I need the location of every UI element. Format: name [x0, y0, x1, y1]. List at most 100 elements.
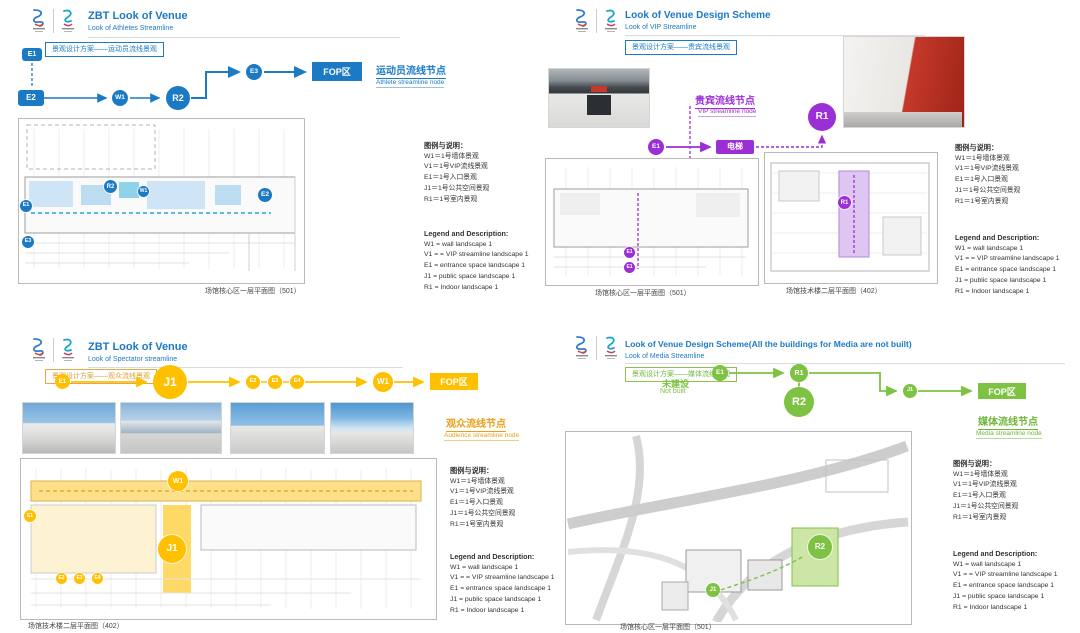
floor-plan-drawing	[24, 124, 296, 271]
plan-node-w1: W1	[138, 186, 149, 197]
legend-item: W1 = wall landscape 1	[955, 244, 1024, 252]
legend-item: E1＝1号入口景观	[955, 176, 1008, 184]
plan-caption: 场馆核心区一层平面图（501）	[205, 288, 301, 295]
legend-cn: 图例与说明： W1＝1号墙体景观 V1＝1号VIP流线景观 E1＝1号入口景观 …	[953, 458, 1018, 524]
paralympic-emblem-icon	[62, 338, 74, 361]
legend-item: J1 = public space landscape 1	[955, 277, 1047, 285]
quadrant-athletes: ZBT Look of Venue Look of Athletes Strea…	[0, 0, 540, 325]
title-rule	[625, 363, 1065, 364]
legend-item: V1 = = VIP streamline landscape 1	[955, 255, 1060, 263]
olympic-emblem-icon	[575, 336, 588, 359]
stream-node-label-en: Media streamline node	[976, 430, 1042, 439]
legend-en: Legend and Description: W1 = wall landsc…	[450, 551, 555, 617]
node-e1: E1	[648, 139, 664, 155]
legend-item: W1＝1号墙体景观	[953, 470, 1008, 478]
photo-floor	[844, 112, 962, 127]
legend-cn-title: 图例与说明：	[424, 141, 468, 150]
title-rule	[625, 35, 925, 36]
legend-cn: 图例与说明： W1＝1号墙体景观 V1＝1号VIP流线景观 E1＝1号入口景观 …	[955, 142, 1020, 208]
plan-node-j1: J1	[706, 583, 720, 597]
node-e1: E1	[22, 48, 42, 61]
floor-plan-core-l1	[18, 118, 305, 284]
legend-item: W1 = wall landscape 1	[450, 563, 519, 571]
stream-node-label-cn: 媒体流线节点	[978, 413, 1038, 430]
plan-node-w1: W1	[168, 471, 188, 491]
floor-plan-drawing	[553, 167, 749, 275]
legend-item: V1＝1号VIP流线景观	[953, 481, 1017, 489]
node-j1: J1	[903, 384, 917, 398]
legend-item: W1＝1号墙体景观	[450, 477, 505, 485]
plan-node-r2: R2	[104, 180, 117, 193]
floor-plan-core-site	[565, 431, 912, 625]
photo-sign	[591, 86, 607, 92]
olympic-emblem-icon	[32, 9, 45, 32]
legend-cn-title: 图例与说明：	[953, 459, 997, 468]
banner-label: 景观设计方案——贵宾流线景观	[625, 40, 737, 55]
plan-node-r1: R1	[838, 196, 851, 209]
floor-plan-core-l1	[545, 158, 759, 286]
legend-item: R1 = Indoor landscape 1	[953, 604, 1028, 612]
logo-group	[573, 8, 620, 34]
plan-node-e2: E2	[258, 188, 272, 202]
section-subtitle: Look of Media Streamline	[625, 353, 705, 360]
node-e1: E1	[712, 365, 728, 381]
section-subtitle: Look of VIP Streamline	[625, 24, 697, 31]
legend-item: W1 = wall landscape 1	[953, 560, 1022, 568]
legend-item: V1＝1号VIP流线景观	[450, 488, 514, 496]
quadrant-vip: Look of Venue Design Scheme Look of VIP …	[540, 0, 1080, 325]
plan-node-e1: E1	[24, 510, 36, 522]
section-subtitle: Look of Athletes Streamline	[88, 25, 174, 32]
logo-group	[30, 8, 77, 34]
banner-label: 景观设计方案——媒体流线景观	[625, 367, 737, 382]
spectator-photo-4	[330, 402, 414, 454]
legend-cn: 图例与说明： W1＝1号墙体景观 V1＝1号VIP流线景观 E1＝1号入口景观 …	[450, 465, 515, 531]
legend-en: Legend and Description: W1 = wall landsc…	[953, 548, 1058, 614]
spectator-photo-2	[120, 402, 222, 454]
title-rule	[88, 367, 403, 368]
legend-item: V1 = = VIP streamline landscape 1	[450, 574, 555, 582]
node-r2: R2	[784, 387, 814, 417]
olympic-emblem-icon	[32, 338, 45, 361]
legend-item: V1＝1号VIP流线景观	[955, 165, 1019, 173]
not-built-label-cn: 未建设	[662, 379, 690, 389]
legend-en-title: Legend and Description:	[953, 549, 1038, 558]
legend-item: V1 = = VIP streamline landscape 1	[424, 251, 529, 259]
legend-item: R1 = Indoor landscape 1	[424, 284, 499, 292]
legend-item: E1＝1号入口景观	[424, 174, 477, 182]
quadrant-spectator: ZBT Look of Venue Look of Spectator stre…	[0, 325, 555, 633]
plan-node-e1: E1	[624, 247, 635, 258]
legend-item: J1＝1号公共空间景观	[450, 510, 516, 518]
node-w1: W1	[373, 372, 393, 392]
legend-item: E1 = entrance space landscape 1	[955, 266, 1057, 274]
section-title: ZBT Look of Venue	[88, 341, 188, 353]
section-title: Look of Venue Design Scheme	[625, 10, 771, 21]
legend-item: R1＝1号室内景观	[424, 196, 478, 204]
node-e1: E1	[55, 374, 70, 389]
section-subtitle: Look of Spectator streamline	[88, 356, 178, 363]
quadrant-media: Look of Venue Design Scheme(All the buil…	[540, 325, 1080, 633]
node-j1: J1	[153, 365, 187, 399]
stream-node-label-cn: 观众流线节点	[446, 415, 506, 432]
legend-item: J1 = public space landscape 1	[450, 596, 542, 604]
plan-node-e3: E3	[22, 236, 34, 248]
spectator-photo-3	[230, 402, 325, 454]
legend-item: W1＝1号墙体景观	[424, 152, 479, 160]
logo-group	[573, 335, 620, 361]
banner-label: 景观设计方案——运动员流线景观	[45, 42, 164, 57]
fop-zone-label: FOP区	[312, 62, 362, 81]
legend-en-title: Legend and Description:	[450, 552, 535, 561]
plan-caption: 场馆核心区一层平面图（501）	[620, 624, 716, 631]
legend-item: W1＝1号墙体景观	[955, 154, 1010, 162]
legend-en: Legend and Description: W1 = wall landsc…	[424, 228, 529, 294]
legend-item: R1 = Indoor landscape 1	[450, 607, 525, 615]
node-e3: E3	[246, 64, 262, 80]
node-r1: R1	[790, 364, 808, 382]
legend-item: R1＝1号室内景观	[450, 521, 504, 529]
plan-node-e3: E3	[74, 573, 85, 584]
floor-plan-drawing	[30, 469, 422, 609]
spectator-photo-1	[22, 402, 116, 454]
node-e2: E2	[246, 375, 260, 389]
plan-caption: 场馆技术楼二层平面图（402）	[786, 288, 882, 295]
stream-node-label-en: Athlete streamline node	[376, 79, 445, 88]
plan-caption: 场馆核心区一层平面图（501）	[595, 290, 691, 297]
